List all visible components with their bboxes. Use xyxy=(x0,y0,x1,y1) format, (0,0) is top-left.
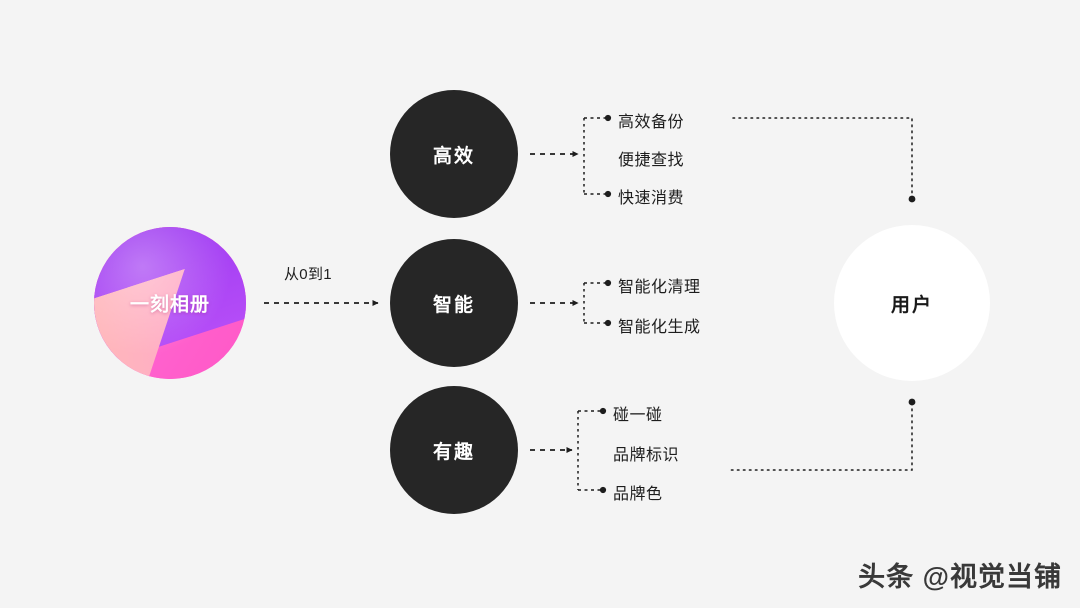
pillar-circle-fun[interactable]: 有趣 xyxy=(390,386,518,514)
bullet-intelligent-top xyxy=(604,279,612,287)
leaf-item-efficient-1[interactable]: 便捷查找 xyxy=(618,152,685,169)
leaf-item-fun-0[interactable]: 碰一碰 xyxy=(613,407,663,424)
bullet-bottom-route-end xyxy=(908,398,916,406)
bullet-top-route-end xyxy=(908,195,916,203)
leaf-item-efficient-0[interactable]: 高效备份 xyxy=(618,114,685,131)
pillar-circle-efficient[interactable]: 高效 xyxy=(390,90,518,218)
leaf-item-intelligent-1[interactable]: 智能化生成 xyxy=(618,319,701,336)
bullet-intelligent-bottom xyxy=(604,319,612,327)
target-circle-user[interactable]: 用户 xyxy=(834,225,990,381)
sphere-gloss xyxy=(94,227,246,379)
bullet-fun-bottom xyxy=(599,486,607,494)
flow-label-zero-to-one: 从0到1 xyxy=(284,266,332,283)
watermark-handle: @视觉当铺 xyxy=(922,562,1062,592)
bullet-fun-top xyxy=(599,407,607,415)
source-node-label: 一刻相册 xyxy=(129,294,210,316)
pillar-label-intelligent: 智能 xyxy=(432,294,475,316)
pillar-label-efficient: 高效 xyxy=(432,145,475,167)
leaf-item-efficient-2[interactable]: 快速消费 xyxy=(618,190,685,207)
pillar-circle-intelligent[interactable]: 智能 xyxy=(390,239,518,367)
watermark: 头条 @视觉当铺 xyxy=(858,555,1062,594)
pillar-label-fun: 有趣 xyxy=(432,441,475,463)
bullet-efficient-bottom xyxy=(604,190,612,198)
connector-top-to-user xyxy=(732,117,913,199)
leaf-item-fun-2[interactable]: 品牌色 xyxy=(613,486,663,503)
target-label-user: 用户 xyxy=(890,294,933,316)
bullet-efficient-top xyxy=(604,114,612,122)
leaf-item-intelligent-0[interactable]: 智能化清理 xyxy=(618,279,701,296)
connector-bottom-to-user xyxy=(730,402,913,471)
source-node-photo-album[interactable]: 一刻相册 xyxy=(94,227,246,379)
watermark-brand: 头条 xyxy=(858,562,915,592)
leaf-item-fun-1[interactable]: 品牌标识 xyxy=(613,447,680,464)
